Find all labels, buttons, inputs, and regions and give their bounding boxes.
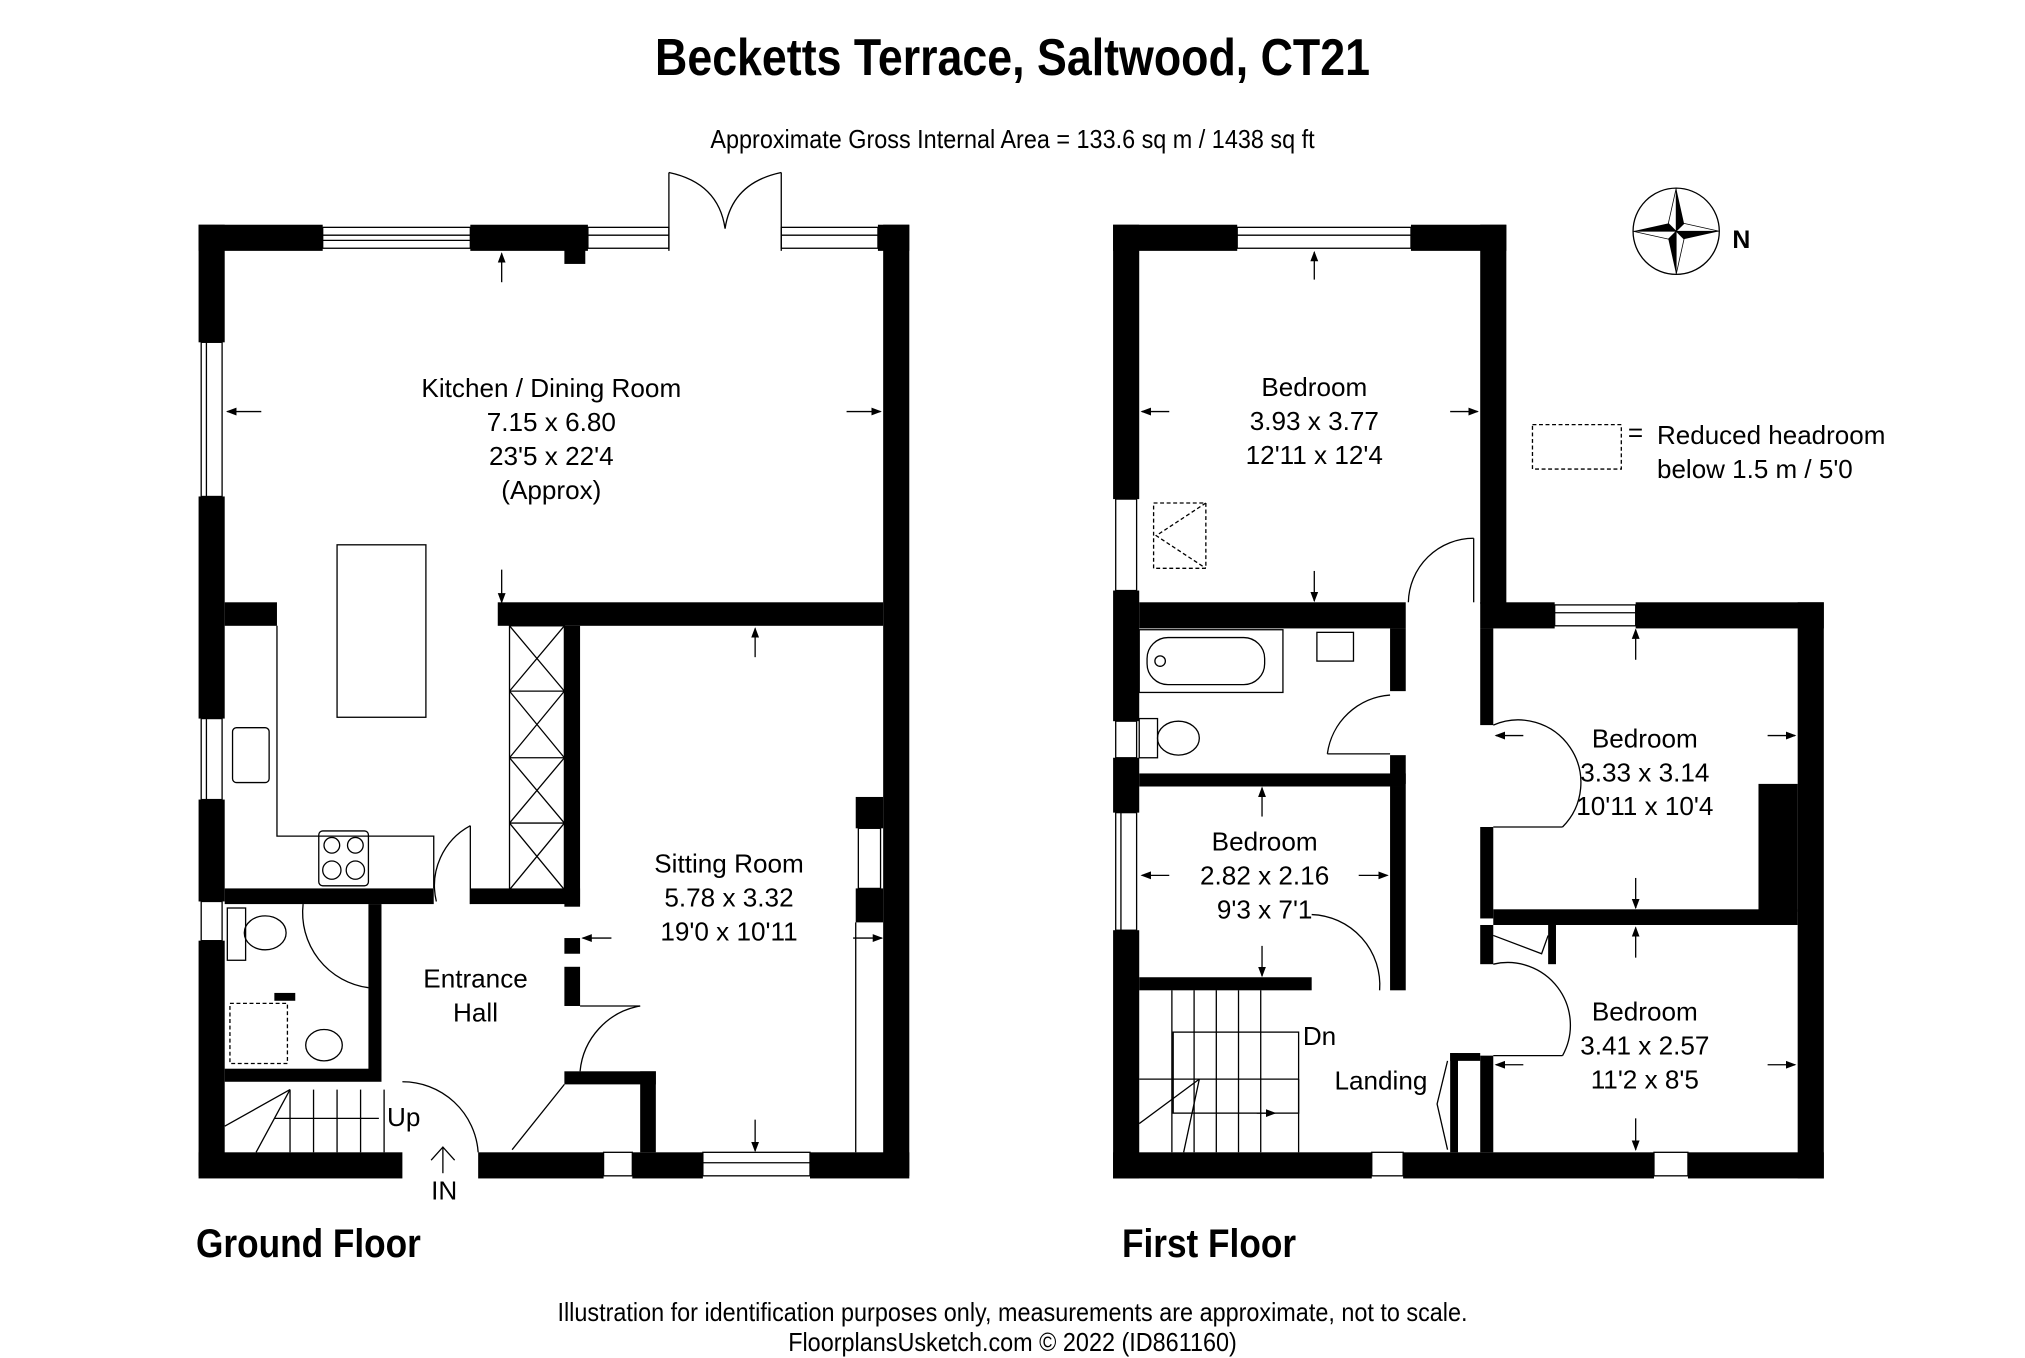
room-metric: 7.15 x 6.80 bbox=[487, 407, 616, 437]
room-name: Sitting Room bbox=[654, 849, 803, 879]
legend-line-2: below 1.5 m / 5'0 bbox=[1657, 454, 1853, 484]
room-imperial: 23'5 x 22'4 bbox=[489, 441, 614, 471]
credit: FloorplansUsketch.com © 2022 (ID861160) bbox=[788, 1327, 1237, 1357]
room-metric: 2.82 x 2.16 bbox=[1200, 860, 1329, 890]
room-name: Landing bbox=[1334, 1066, 1427, 1096]
room-name: Kitchen / Dining Room bbox=[421, 373, 681, 403]
plan-title: Becketts Terrace, Saltwood, CT21 bbox=[655, 29, 1370, 87]
room-name-2: Hall bbox=[453, 998, 498, 1028]
room-metric: 3.41 x 2.57 bbox=[1580, 1030, 1709, 1060]
room-imperial: 9'3 x 7'1 bbox=[1217, 894, 1313, 924]
ground-floor-fixtures bbox=[200, 171, 884, 1177]
ground-floor-plan bbox=[198, 224, 910, 1179]
room-name: Entrance bbox=[423, 964, 528, 994]
legend-text: Reduced headroom below 1.5 m / 5'0 bbox=[1657, 418, 1885, 486]
ground-floor-label: Ground Floor bbox=[196, 1222, 421, 1266]
disclaimer: Illustration for identification purposes… bbox=[557, 1297, 1468, 1327]
gross-area: Approximate Gross Internal Area = 133.6 … bbox=[710, 124, 1315, 154]
first-floor-plan bbox=[1113, 224, 1824, 1179]
room-name: Bedroom bbox=[1592, 996, 1698, 1026]
stairs-down-label: Dn bbox=[1303, 1021, 1336, 1051]
room-imperial: 10'11 x 10'4 bbox=[1576, 791, 1713, 821]
room-metric: 5.78 x 3.32 bbox=[664, 883, 793, 913]
room-name: Bedroom bbox=[1592, 723, 1698, 753]
first-floor-label: First Floor bbox=[1122, 1222, 1297, 1266]
room-name: Bedroom bbox=[1212, 827, 1318, 857]
room-metric: 3.93 x 3.77 bbox=[1250, 406, 1379, 436]
room-name: Bedroom bbox=[1261, 372, 1367, 402]
room-note: (Approx) bbox=[501, 475, 601, 505]
room-imperial: 11'2 x 8'5 bbox=[1591, 1064, 1699, 1094]
compass-rose-icon bbox=[1632, 187, 1720, 276]
compass-north-label: N bbox=[1732, 227, 1750, 254]
room-metric: 3.33 x 3.14 bbox=[1580, 757, 1709, 787]
first-floor-fixtures bbox=[1115, 226, 1797, 1177]
legend-equals: = bbox=[1628, 418, 1643, 448]
room-imperial: 19'0 x 10'11 bbox=[660, 917, 797, 947]
stairs-up-label: Up bbox=[387, 1102, 420, 1132]
reduced-headroom-symbol bbox=[1531, 423, 1622, 470]
legend-line-1: Reduced headroom bbox=[1657, 420, 1886, 450]
room-imperial: 12'11 x 12'4 bbox=[1246, 440, 1383, 470]
entrance-in-label: IN bbox=[431, 1175, 457, 1205]
